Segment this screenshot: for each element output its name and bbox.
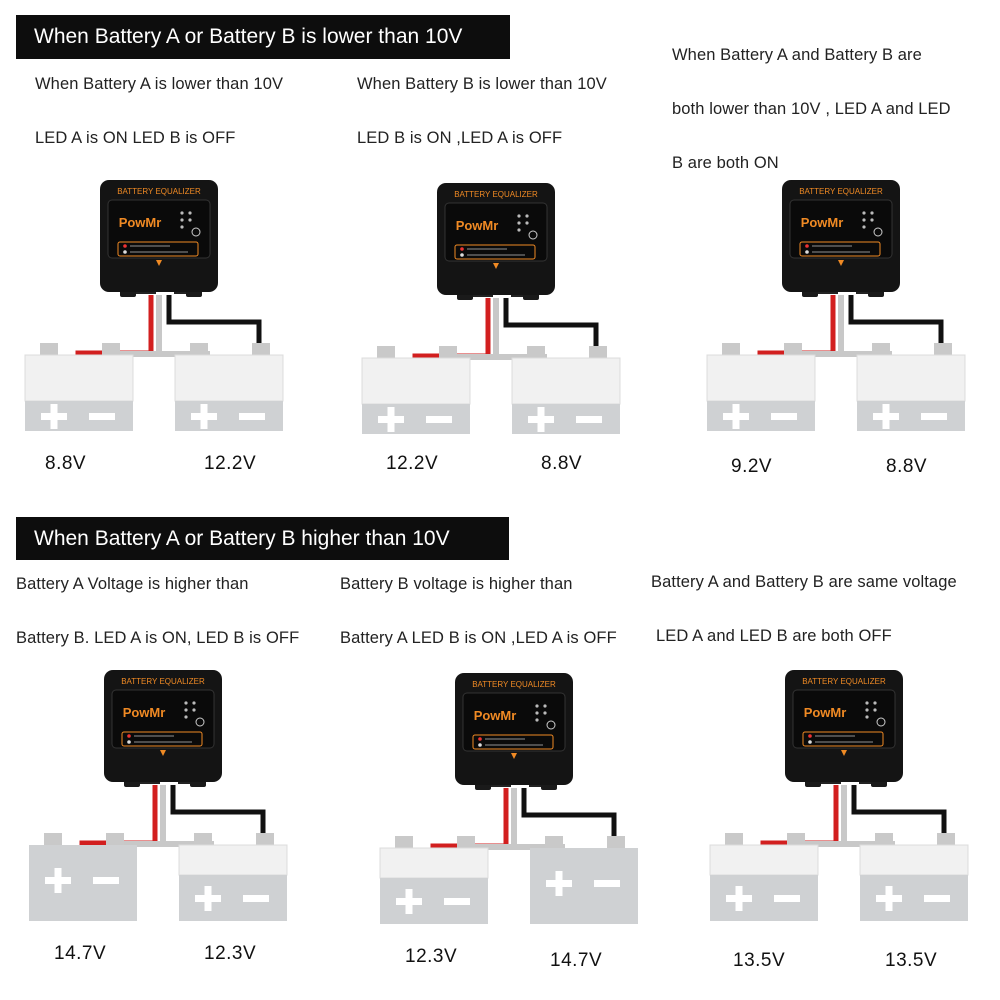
device-header: BATTERY EQUALIZER [454,190,538,199]
scenario-5-voltage-a: 12.3V [405,946,458,967]
negative-wire [521,788,617,846]
battery-a [361,346,471,434]
scenario-1-voltage-a: 8.8V [45,453,87,474]
device-header: BATTERY EQUALIZER [117,187,201,196]
scenario-6-diagram: BATTERY EQUALIZER PowMr [709,670,969,921]
battery-equalizer-device: BATTERY EQUALIZER PowMr [437,183,555,300]
scenario-6-line-1: Battery A and Battery B are same voltage [651,573,957,591]
battery-b [178,833,288,921]
battery-b [530,836,638,924]
scenario-3-line-3: B are both ON [672,154,779,172]
device-brand: PowMr [801,215,844,230]
battery-b [859,833,969,921]
battery-equalizer-device: BATTERY EQUALIZER PowMr [455,673,573,790]
battery-a [709,833,819,921]
battery-a [706,343,816,431]
section-banner-high-voltage: When Battery A or Battery B higher than … [16,517,509,560]
section-banner-low-voltage: When Battery A or Battery B is lower tha… [16,15,510,59]
battery-equalizer-device: BATTERY EQUALIZER PowMr [785,670,903,787]
scenario-1-diagram: BATTERY EQUALIZER PowMr [24,180,284,431]
scenario-3-line-2: both lower than 10V , LED A and LED [672,100,951,118]
device-header: BATTERY EQUALIZER [121,677,205,686]
scenario-3-diagram: BATTERY EQUALIZER PowMr [706,180,966,431]
device-brand: PowMr [456,218,499,233]
scenario-5-voltage-b: 14.7V [550,950,603,971]
scenario-2-line-2: LED B is ON ,LED A is OFF [357,129,563,147]
battery-equalizer-device: BATTERY EQUALIZER PowMr [100,180,218,297]
scenario-2-voltage-a: 12.2V [386,453,439,474]
scenario-2-diagram: BATTERY EQUALIZER PowMr [361,183,621,434]
scenario-3-voltage-b: 8.8V [886,456,928,477]
scenario-4-line-2: Battery B. LED A is ON, LED B is OFF [16,629,300,647]
scenario-1-voltage-b: 12.2V [204,453,257,474]
battery-b [174,343,284,431]
device-header: BATTERY EQUALIZER [472,680,556,689]
negative-wire [851,785,947,843]
battery-a [29,833,137,921]
battery-a [24,343,134,431]
negative-wire [848,295,944,353]
scenario-4-voltage-b: 12.3V [204,943,257,964]
scenario-1-line-2: LED A is ON LED B is OFF [35,129,236,147]
scenario-6-voltage-a: 13.5V [733,950,786,971]
device-header: BATTERY EQUALIZER [802,677,886,686]
negative-wire [170,785,266,843]
device-header: BATTERY EQUALIZER [799,187,883,196]
scenario-5-line-1: Battery B voltage is higher than [340,575,573,593]
scenario-3-voltage-a: 9.2V [731,456,773,477]
scenario-5-diagram: BATTERY EQUALIZER PowMr [379,673,638,924]
scenario-5-line-2: Battery A LED B is ON ,LED A is OFF [340,629,617,647]
negative-wire [503,298,599,356]
scenario-4-line-1: Battery A Voltage is higher than [16,575,249,593]
scenario-6-line-2: LED A and LED B are both OFF [656,627,892,645]
battery-equalizer-device: BATTERY EQUALIZER PowMr [104,670,222,787]
scenario-2-voltage-b: 8.8V [541,453,583,474]
device-brand: PowMr [119,215,162,230]
negative-wire [166,295,262,353]
scenario-3-line-1: When Battery A and Battery B are [672,46,922,64]
battery-b [511,346,621,434]
scenario-4-voltage-a: 14.7V [54,943,107,964]
scenario-6-voltage-b: 13.5V [885,950,938,971]
scenario-1-line-1: When Battery A is lower than 10V [35,75,284,93]
battery-b [856,343,966,431]
battery-equalizer-device: BATTERY EQUALIZER PowMr [782,180,900,297]
scenario-2-line-1: When Battery B is lower than 10V [357,75,607,93]
scenario-4-diagram: BATTERY EQUALIZER PowMr [29,670,288,921]
device-brand: PowMr [804,705,847,720]
device-brand: PowMr [123,705,166,720]
battery-a [379,836,489,924]
device-brand: PowMr [474,708,517,723]
